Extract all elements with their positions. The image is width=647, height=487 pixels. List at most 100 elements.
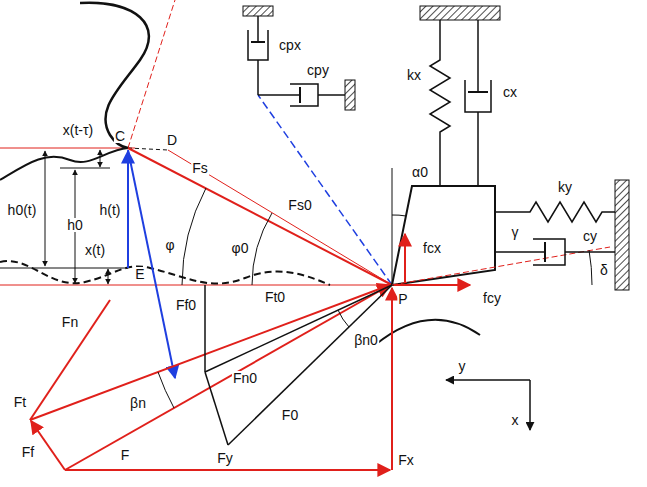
reference-force-triangle bbox=[204, 285, 206, 372]
tool-spring-damper bbox=[495, 202, 615, 222]
force-label: δ bbox=[599, 263, 609, 277]
reference-force-triangle bbox=[205, 285, 392, 445]
cutting-tool bbox=[394, 284, 470, 286]
workpiece-surface bbox=[0, 261, 330, 285]
force-vectors bbox=[31, 421, 65, 470]
force-vectors bbox=[30, 285, 390, 420]
force-label: Ff0 bbox=[175, 298, 197, 312]
reference-force-triangle bbox=[228, 285, 392, 445]
process-damper bbox=[257, 16, 259, 42]
force-label: Fx bbox=[397, 453, 415, 467]
force-label: Fn0 bbox=[232, 371, 258, 385]
chip-thickness-lines bbox=[128, 95, 392, 378]
force-vectors bbox=[391, 288, 393, 470]
dimension-arrows bbox=[45, 151, 46, 266]
cutting-tool bbox=[392, 168, 610, 285]
reference-force-triangle bbox=[338, 310, 349, 327]
process-damper bbox=[257, 60, 259, 95]
force-vectors bbox=[30, 300, 110, 420]
workpiece-surface bbox=[128, 0, 175, 148]
coordinate-axes bbox=[446, 379, 530, 381]
process-damper bbox=[290, 84, 318, 106]
shear-plane-lines bbox=[168, 150, 392, 285]
force-label: h(t) bbox=[99, 203, 122, 217]
process-damper bbox=[299, 87, 301, 103]
force-label: cpy bbox=[306, 63, 330, 77]
workpiece-surface bbox=[375, 320, 480, 345]
chip-thickness-lines bbox=[127, 151, 129, 268]
force-vectors bbox=[158, 372, 174, 408]
reference-force-triangle bbox=[205, 372, 228, 445]
process-damper bbox=[243, 6, 355, 110]
force-label: x(t) bbox=[84, 243, 106, 257]
coordinate-axes bbox=[529, 380, 531, 430]
process-damper bbox=[248, 30, 268, 60]
tool-spring-damper bbox=[430, 20, 450, 186]
force-label: F bbox=[120, 448, 131, 462]
force-label: φ bbox=[164, 238, 175, 252]
force-label: x bbox=[511, 413, 520, 427]
workpiece-surface bbox=[128, 148, 168, 150]
tool-spring-damper bbox=[544, 242, 546, 262]
workpiece-surface bbox=[0, 148, 135, 149]
force-label: h0 bbox=[66, 218, 84, 232]
force-vectors bbox=[65, 469, 390, 471]
coordinate-axes bbox=[446, 380, 530, 430]
force-label: Ft bbox=[13, 395, 27, 409]
force-label: Fy bbox=[216, 451, 234, 465]
cutting-tool bbox=[589, 250, 592, 285]
force-label: cpx bbox=[278, 38, 302, 52]
force-label: fcx bbox=[422, 241, 442, 255]
dimension-arrows bbox=[45, 150, 108, 284]
tool-spring-damper bbox=[477, 112, 479, 186]
force-label: fcy bbox=[482, 291, 502, 305]
chip-thickness-lines bbox=[258, 95, 392, 285]
shear-plane-lines bbox=[128, 148, 392, 285]
workpiece-surface bbox=[0, 285, 392, 286]
tool-spring-damper bbox=[615, 180, 629, 290]
tool-spring-damper bbox=[465, 80, 491, 112]
force-vectors bbox=[65, 285, 390, 470]
force-label: C bbox=[114, 129, 126, 143]
workpiece-surface bbox=[0, 148, 128, 180]
process-damper bbox=[258, 94, 300, 96]
force-label: Fs bbox=[191, 161, 209, 175]
dimension-arrows bbox=[108, 269, 109, 284]
force-label: φ0 bbox=[231, 241, 250, 255]
tool-spring-damper bbox=[420, 6, 629, 290]
tool-spring-damper bbox=[495, 251, 545, 253]
force-label: D bbox=[166, 133, 178, 147]
process-damper bbox=[243, 6, 273, 16]
tool-spring-damper bbox=[420, 6, 500, 20]
force-label: Fs0 bbox=[287, 198, 312, 212]
tool-spring-damper bbox=[477, 20, 479, 92]
cutting-tool bbox=[404, 234, 406, 283]
shear-plane-lines bbox=[128, 148, 392, 285]
chip-thickness-lines bbox=[128, 150, 175, 378]
force-label: Ft0 bbox=[264, 290, 286, 304]
force-label: y bbox=[458, 359, 467, 373]
cutting-tool bbox=[392, 186, 495, 285]
process-damper bbox=[345, 80, 355, 110]
reference-force-triangle bbox=[205, 285, 392, 372]
cutting-tool bbox=[392, 168, 393, 285]
shear-plane-lines bbox=[252, 213, 272, 285]
cutting-tool bbox=[392, 215, 406, 216]
workpiece-surface bbox=[0, 0, 480, 345]
tool-spring-damper bbox=[565, 251, 615, 253]
tool-spring-damper bbox=[533, 239, 565, 265]
force-label: βn bbox=[129, 396, 147, 410]
process-damper bbox=[251, 41, 265, 43]
force-label: Fn bbox=[61, 315, 79, 329]
force-label: F0 bbox=[281, 408, 299, 422]
force-label: kx bbox=[406, 68, 422, 82]
force-label: βn0 bbox=[353, 333, 379, 347]
tool-spring-damper bbox=[468, 91, 488, 93]
force-label: P bbox=[397, 292, 408, 306]
force-vectors bbox=[30, 285, 392, 470]
force-label: cy bbox=[582, 229, 598, 243]
force-label: x(t-τ) bbox=[62, 123, 94, 137]
force-label: h0(t) bbox=[7, 203, 38, 217]
